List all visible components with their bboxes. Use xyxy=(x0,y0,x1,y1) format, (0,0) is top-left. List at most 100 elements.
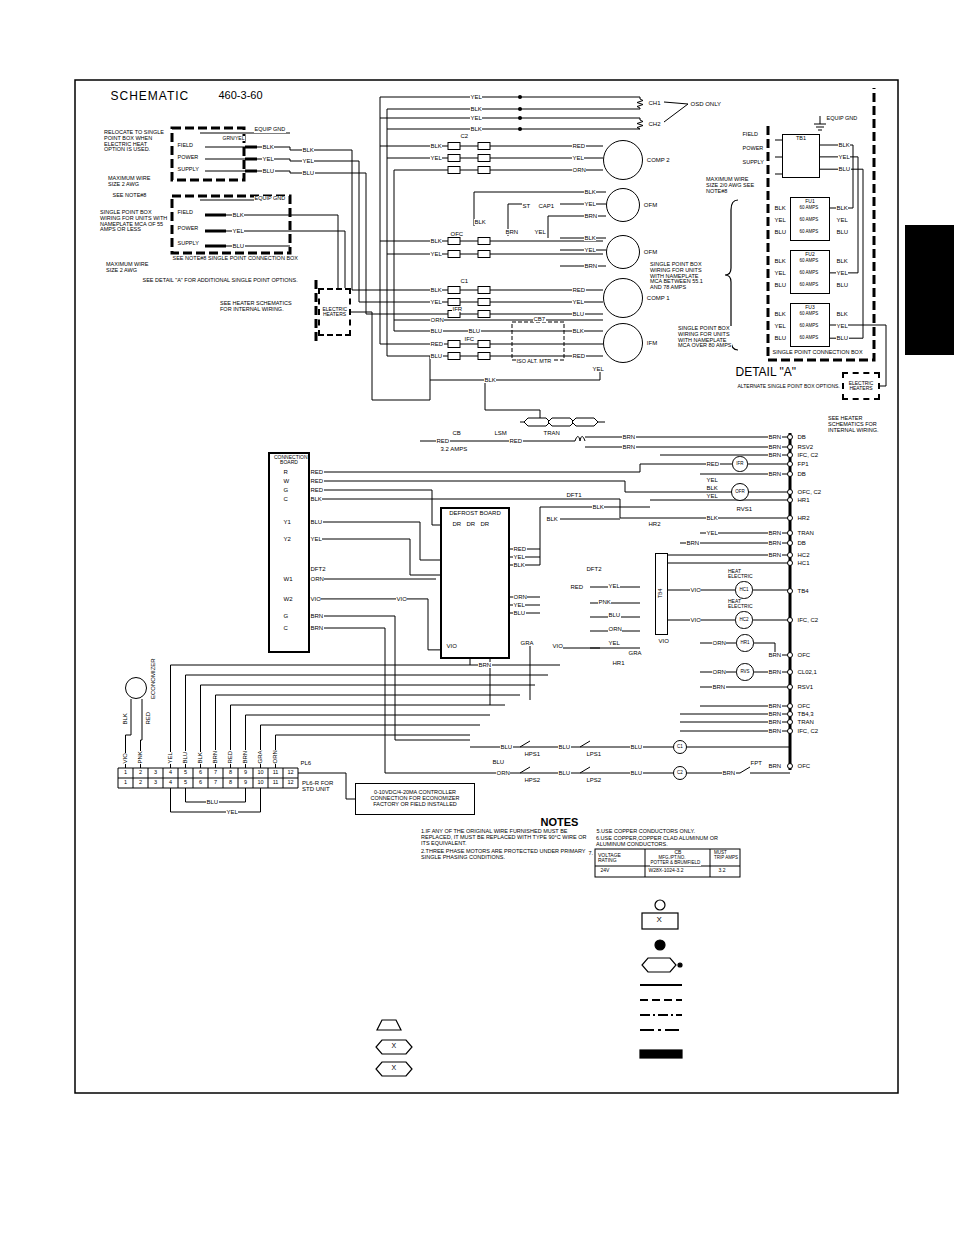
power-wire xyxy=(814,116,826,130)
control-wire xyxy=(789,433,792,770)
control-wire xyxy=(540,507,650,648)
terminal-dot xyxy=(788,720,793,725)
wire-label: SINGLE POINT CONNECTION BOX xyxy=(772,350,863,356)
wire-label: BLK xyxy=(470,106,482,112)
field-power-box xyxy=(172,88,874,360)
control-wire xyxy=(510,549,540,613)
wire-label: BLU xyxy=(838,166,851,172)
wire-label: YEL xyxy=(836,217,848,223)
control-wire xyxy=(470,747,790,773)
wire-label: BLK xyxy=(232,212,244,218)
wire-label: MAXIMUM WIRE SIZE 2 AWG xyxy=(106,262,158,274)
wire-label: BRN xyxy=(686,540,700,546)
wire-label: BLU xyxy=(430,353,443,359)
terminal-dot xyxy=(788,729,793,734)
wire-label: 9 xyxy=(238,780,253,786)
wire-label: BRN xyxy=(768,669,782,675)
wire-label: BRN xyxy=(768,530,782,536)
contactor-terminal xyxy=(478,251,490,258)
wire-label: BLU xyxy=(836,229,849,235)
node-label: OFM xyxy=(644,202,657,208)
wire-label: VIO xyxy=(122,753,128,764)
wire-label: YEL xyxy=(513,554,525,560)
contactor-terminal xyxy=(524,418,550,426)
power-wire xyxy=(775,140,782,174)
wire-label: YEL xyxy=(310,536,322,542)
node-label: C1 xyxy=(677,745,683,750)
contactor-terminal xyxy=(448,311,460,318)
wire-label: VIO xyxy=(658,638,669,644)
power-wire xyxy=(200,97,826,422)
wire-label: YEL xyxy=(226,809,238,815)
wire-label: YEL xyxy=(572,155,584,161)
wire-label: LSM xyxy=(494,430,507,436)
wire-label: BRN xyxy=(505,229,519,235)
power-wire xyxy=(636,97,643,109)
wire-label: BRN xyxy=(584,263,598,269)
wire-label: RED xyxy=(706,461,720,467)
wire-label: YEL xyxy=(167,752,173,764)
wire-label: SEE NOTE#8 xyxy=(112,193,147,199)
wire-label: OFC, C2 xyxy=(797,489,822,495)
control-wire xyxy=(126,433,791,812)
relay-coil: IFR xyxy=(732,456,747,471)
wire-label: YEL xyxy=(430,251,442,257)
wire-label: YEL xyxy=(470,115,482,121)
wire-label: BRN xyxy=(712,684,726,690)
wire-label: RED xyxy=(509,438,523,444)
contactor-terminal xyxy=(448,143,460,150)
wire-label: SEE DETAIL "A" FOR ADDITIONAL SINGLE POI… xyxy=(142,278,298,284)
wire-label: CH2 xyxy=(648,121,661,127)
wire-label: BRN xyxy=(242,750,248,764)
wire-label: LPS2 xyxy=(586,777,602,783)
wire-label: BRN xyxy=(622,444,636,450)
wire-label: YEL xyxy=(262,156,274,162)
wire-label: 12 xyxy=(283,780,298,786)
wire-label: CB xyxy=(452,430,461,436)
wire-label: YEL xyxy=(608,640,620,646)
terminal-dot xyxy=(788,541,793,546)
wire-label: GRA xyxy=(257,750,263,764)
wire-label: POWER xyxy=(742,146,764,152)
wire-label: MFG./PT.NO. xyxy=(658,856,686,861)
wire-label: BRN xyxy=(722,770,736,776)
wire-label: POWER xyxy=(177,155,199,161)
wire-label: VIO xyxy=(396,596,407,602)
wire-label: ORN xyxy=(712,640,726,646)
wire-label: BLK xyxy=(774,258,786,264)
wire-label: 3 xyxy=(148,780,163,786)
wire-label: RELOCATE TO SINGLE POINT BOX WHEN ELECTR… xyxy=(104,130,168,153)
wire-label: BLK xyxy=(774,205,786,211)
node-label: COMP 2 xyxy=(647,157,670,163)
wire-label: YEL xyxy=(430,299,442,305)
wire-label: OFC xyxy=(450,231,464,237)
power-wire xyxy=(474,192,606,238)
terminal-dot xyxy=(788,435,793,769)
power-wire xyxy=(346,312,600,418)
wire-label: BLK xyxy=(706,485,718,491)
wire-label: 7 xyxy=(208,780,223,786)
wire-label: 5.USE COPPER CONDUCTORS ONLY. xyxy=(596,829,695,835)
wire-label: RED xyxy=(310,478,324,484)
wire-label: PL6 xyxy=(300,760,312,766)
legend-symbol xyxy=(678,963,682,967)
contactor-terminal xyxy=(478,287,490,294)
wire-label: OFC xyxy=(797,703,811,709)
wire-label: IFR xyxy=(452,306,463,312)
wire-label: ORN xyxy=(496,770,510,776)
wire-label: TRAN xyxy=(797,719,814,725)
wire-label: 1 xyxy=(118,770,133,776)
wire-label: BLU xyxy=(310,519,323,525)
terminal-dot xyxy=(788,453,793,458)
terminal-dot xyxy=(788,472,793,477)
wire-label: TB4,3 xyxy=(797,711,814,717)
control-wire xyxy=(171,788,261,812)
wire-label: VIO xyxy=(552,643,563,649)
legend-symbol xyxy=(642,913,678,929)
wire-label: BRN xyxy=(768,719,782,725)
wire-label: BRN xyxy=(310,613,324,619)
wire-label: 4 xyxy=(163,780,178,786)
wire-label: YEL xyxy=(584,201,596,207)
wire-label: IFC, C2 xyxy=(797,452,819,458)
contactor-terminal xyxy=(478,341,490,348)
